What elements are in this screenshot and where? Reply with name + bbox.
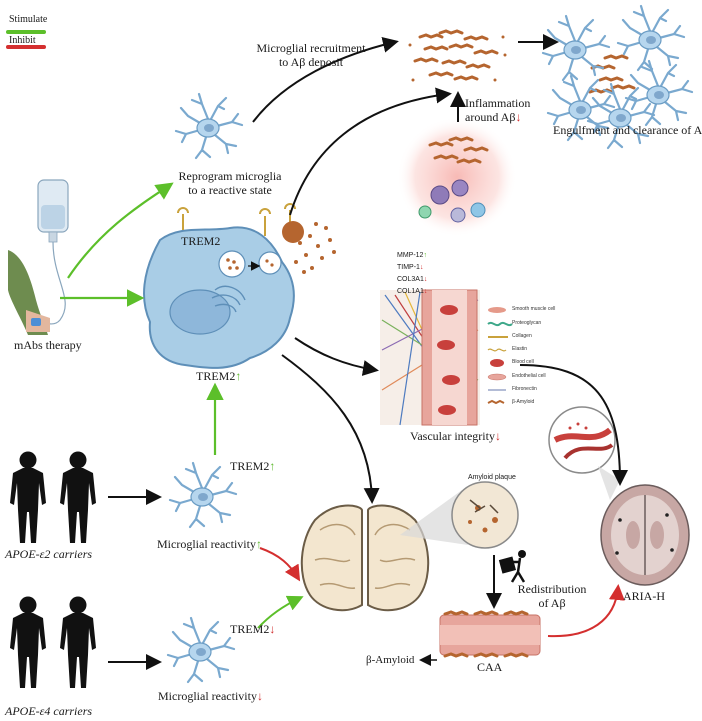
mmp12-label: MMP-12↑ <box>397 252 427 259</box>
trem2-cell-label: TREM2 <box>181 234 221 248</box>
amyloid-plaque-label: Amyloid plaque <box>468 474 516 481</box>
microglial-reactivity-e4: Microglial reactivity↓ <box>158 689 263 703</box>
legend-stimulate: Stimulate <box>9 14 48 25</box>
engulfment-label: Engulfment and clearance of Aβ <box>553 123 702 137</box>
microglial-reactivity-e2: Microglial reactivity↑ <box>157 537 262 551</box>
trem2-e2-label: TREM2↑ <box>230 459 276 473</box>
vessel-legend-5: Endothelial cell <box>512 373 546 379</box>
col1a1-label: COL1A1↓ <box>397 288 428 295</box>
mabs-label: mAbs therapy <box>14 338 82 352</box>
vessel-legend-1: Proteoglycan <box>512 320 542 326</box>
caa-label: CAA <box>477 660 503 674</box>
vessel-legend-0: Smooth muscle cell <box>512 306 556 312</box>
vessel-legend-4: Blood cell <box>512 359 534 365</box>
vessel-legend-7: β-Amyloid <box>512 399 535 405</box>
legend-inhibit: Inhibit <box>9 35 36 46</box>
vessel-legend-6: Fibronectin <box>512 386 537 392</box>
beta-amyloid-label: β-Amyloid <box>366 654 415 666</box>
vessel-legend-2: Collagen <box>512 333 532 339</box>
vessel-legend-3: Elastin <box>512 346 528 352</box>
aria-h-label: ARIA-H <box>623 589 665 603</box>
timp1-label: TIMP-1↓ <box>397 264 424 271</box>
apoe-e4-label: APOE-ε4 carriers <box>5 704 93 718</box>
vascular-integrity-label: Vascular integrity↓ <box>410 429 501 443</box>
inflammation-label: Inflammation around Aβ↓ <box>465 96 531 124</box>
apoe-e2-label: APOE-ε2 carriers <box>5 547 93 561</box>
col3a1-label: COL3A1↓ <box>397 276 428 283</box>
trem2-up-label: TREM2↑ <box>196 369 242 383</box>
trem2-e4-label: TREM2↓ <box>230 622 276 636</box>
